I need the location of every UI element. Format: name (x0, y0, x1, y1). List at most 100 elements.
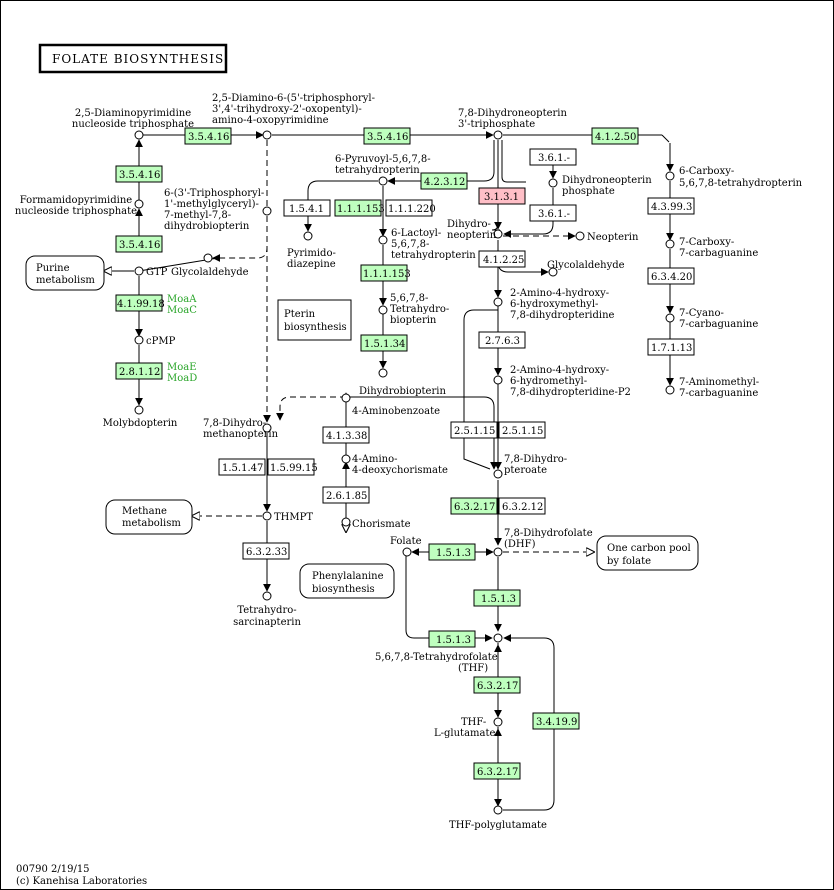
compound-node[interactable] (262, 591, 272, 601)
enzyme-box[interactable]: 1.5.99.15 (267, 458, 318, 476)
compound-label: 7,8-Dihydro- (203, 418, 266, 429)
compound-label: Dihydroneopterin (562, 175, 652, 186)
svg-text:1.5.4.1: 1.5.4.1 (289, 204, 324, 215)
compound-node[interactable] (493, 633, 503, 643)
enzyme-box[interactable]: 2.7.6.3 (478, 331, 526, 349)
compound-label: 6-Pyruvoyl-5,6,7,8- (335, 154, 431, 165)
compound-node[interactable] (262, 423, 272, 433)
enzyme-box[interactable]: 6.3.2.33 (242, 542, 290, 560)
compound-node[interactable] (134, 266, 144, 276)
enzyme-box[interactable]: 3.5.4.16 (115, 235, 163, 253)
pathway-link-phenylalanine-biosynthesis[interactable]: Phenylalanine biosynthesis (299, 563, 395, 599)
compound-node[interactable] (493, 130, 503, 140)
compound-node[interactable] (493, 297, 503, 307)
enzyme-box[interactable]: 6.3.2.12 (498, 497, 546, 515)
compound-node[interactable] (378, 368, 388, 378)
enzyme-box[interactable]: 4.2.3.12 (420, 172, 468, 190)
svg-text:6.3.2.33: 6.3.2.33 (246, 547, 287, 558)
svg-text:One carbon pool: One carbon pool (607, 543, 691, 554)
compound-node[interactable] (378, 235, 388, 245)
enzyme-box[interactable]: 3.4.19.9 (532, 712, 580, 730)
enzyme-box[interactable]: 1.1.1.153 (360, 264, 411, 282)
compound-node[interactable] (134, 405, 144, 415)
compound-node[interactable] (493, 469, 503, 479)
pathway-link-methane-metabolism[interactable]: Methane metabolism (105, 499, 193, 535)
compound-node[interactable] (665, 385, 675, 395)
compound-node[interactable] (493, 375, 503, 385)
enzyme-box[interactable]: 4.1.2.25 (478, 250, 526, 268)
compound-label: 6-(3'-Triphosphoryl- (164, 188, 264, 199)
svg-text:1.5.1.3: 1.5.1.3 (436, 548, 471, 559)
enzyme-box[interactable]: 1.5.1.3 (428, 630, 476, 648)
compound-node[interactable] (262, 206, 272, 216)
enzyme-box[interactable]: 3.5.4.16 (115, 165, 163, 183)
compound-node[interactable] (493, 547, 503, 557)
svg-text:2.5.1.15: 2.5.1.15 (502, 426, 543, 437)
enzyme-box[interactable]: 1.7.1.13 (647, 338, 695, 356)
compound-label: GTP (146, 267, 168, 278)
compound-node[interactable] (134, 130, 144, 140)
enzyme-box[interactable]: 1.5.1.3 (473, 589, 521, 607)
svg-text:3.5.4.16: 3.5.4.16 (188, 132, 229, 143)
compound-node[interactable] (493, 717, 503, 727)
compound-node[interactable] (402, 547, 412, 557)
enzyme-box[interactable]: 3.5.4.16 (184, 127, 232, 145)
enzyme-box[interactable]: 1.1.1.220 (385, 199, 436, 217)
enzyme-box[interactable]: 2.8.1.12 (115, 362, 163, 380)
compound-node[interactable] (665, 239, 675, 249)
enzyme-box[interactable]: 4.3.99.3 (647, 197, 695, 215)
enzyme-box[interactable]: 6.3.2.17 (473, 762, 521, 780)
enzyme-box[interactable]: 3.6.1.- (529, 204, 577, 222)
compound-node[interactable] (665, 171, 675, 181)
enzyme-box[interactable]: 1.5.1.3 (428, 543, 476, 561)
enzyme-box[interactable]: 6.3.4.20 (647, 267, 695, 285)
compound-node[interactable] (548, 267, 558, 277)
compound-node[interactable] (341, 454, 351, 464)
enzyme-box[interactable]: 4.1.99.18 (115, 294, 165, 312)
map-id-date: 00790 2/19/15 (16, 864, 90, 875)
compound-label: neopterin (447, 230, 497, 241)
enzyme-box[interactable]: 4.1.2.50 (591, 127, 639, 145)
pathway-link-pterin-biosynthesis[interactable]: Pterin biosynthesis (277, 299, 352, 341)
compound-node[interactable] (303, 231, 313, 241)
compound-node[interactable] (575, 231, 585, 241)
compound-node[interactable] (134, 199, 144, 209)
enzyme-box[interactable]: 1.5.1.47 (218, 458, 266, 476)
compound-label: 5,6,7,8- (390, 293, 428, 304)
compound-node[interactable] (203, 253, 213, 263)
copyright: (c) Kanehisa Laboratories (16, 876, 147, 887)
compound-node[interactable] (493, 229, 503, 239)
compound-node[interactable] (262, 130, 272, 140)
enzyme-box[interactable]: 2.6.1.85 (322, 486, 370, 504)
compound-label: Molybdopterin (103, 418, 178, 429)
enzyme-box[interactable]: 1.1.1.153 (334, 199, 385, 217)
enzyme-box[interactable]: 2.5.1.15 (498, 421, 546, 439)
enzyme-box[interactable]: 6.3.2.17 (473, 676, 521, 694)
pathway-link-one-carbon-pool[interactable]: One carbon pool by folate (596, 535, 699, 571)
enzyme-box[interactable]: 6.3.2.17 (450, 497, 498, 515)
compound-node[interactable] (262, 511, 272, 521)
svg-text:Methane: Methane (122, 506, 167, 517)
compound-node[interactable] (134, 335, 144, 345)
compound-label: 7,8-Dihydro- (504, 454, 567, 465)
compound-node[interactable] (493, 805, 503, 815)
enzyme-box[interactable]: 3.6.1.- (529, 148, 577, 166)
svg-text:6.3.2.17: 6.3.2.17 (477, 681, 518, 692)
pathway-link-purine-metabolism[interactable]: Purine metabolism (25, 255, 105, 291)
enzyme-box[interactable]: 3.5.4.16 (363, 127, 411, 145)
compound-node[interactable] (378, 176, 388, 186)
enzyme-box[interactable]: 3.1.3.1 (478, 187, 526, 205)
enzyme-box[interactable]: 2.5.1.15 (450, 421, 498, 439)
svg-text:1.5.1.34: 1.5.1.34 (364, 339, 405, 350)
compound-node[interactable] (665, 313, 675, 323)
enzyme-box[interactable]: 1.5.1.34 (360, 334, 408, 352)
enzyme-box[interactable]: 1.5.4.1 (283, 199, 331, 217)
compound-label: Pyrimido- (287, 248, 336, 259)
compound-node[interactable] (341, 517, 351, 527)
compound-node[interactable] (378, 305, 388, 315)
svg-text:6.3.2.12: 6.3.2.12 (502, 502, 543, 513)
enzyme-box[interactable]: 4.1.3.38 (322, 426, 370, 444)
compound-node[interactable] (341, 393, 351, 403)
compound-node[interactable] (548, 178, 558, 188)
